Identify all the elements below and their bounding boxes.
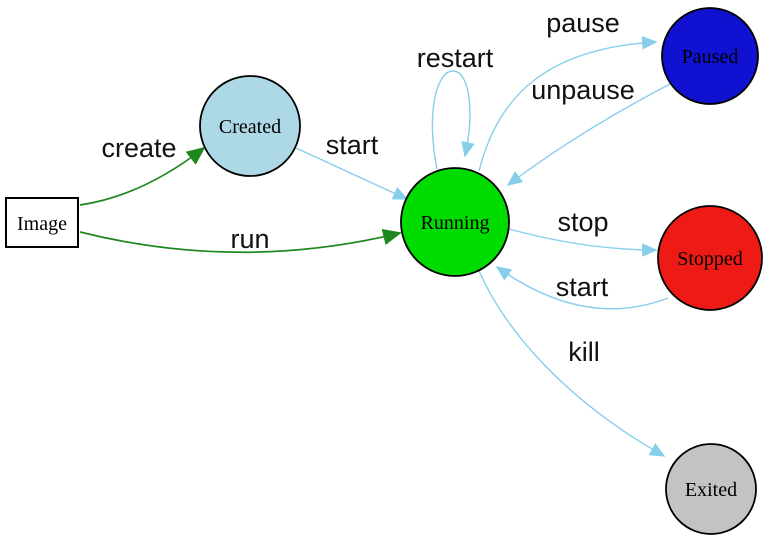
edge-label-run: run <box>230 224 269 254</box>
edge-label-kill: kill <box>568 337 600 367</box>
created-node-circle <box>199 75 301 177</box>
edge-label-pause: pause <box>546 8 620 38</box>
edge-kill <box>478 270 666 457</box>
node-created: Created <box>199 75 301 177</box>
image-node-box <box>5 197 79 248</box>
paused-node-circle <box>661 7 759 105</box>
paused-node-label: Paused <box>682 46 739 68</box>
edge-label-start-top: start <box>326 130 379 160</box>
edge-stop <box>508 228 658 257</box>
exited-node-label: Exited <box>685 479 737 501</box>
node-image: Image <box>5 197 79 248</box>
exited-node-circle <box>665 443 757 535</box>
edge-label-create: create <box>101 133 176 163</box>
edge-pause <box>478 36 658 172</box>
image-node-label: Image <box>17 213 67 235</box>
stopped-node-label: Stopped <box>677 248 743 270</box>
node-stopped: Stopped <box>657 205 763 311</box>
node-paused: Paused <box>661 7 759 105</box>
edge-label-unpause: unpause <box>531 75 635 105</box>
edge-run <box>79 228 402 254</box>
running-node-label: Running <box>421 212 490 234</box>
edge-restart-self-loop <box>431 70 475 170</box>
created-node-label: Created <box>219 116 281 138</box>
running-node-circle <box>400 167 510 277</box>
edge-label-restart: restart <box>417 43 494 73</box>
edge-label-stop: stop <box>557 207 608 237</box>
edge-create <box>79 146 206 206</box>
edge-start-stopped-running <box>495 266 669 310</box>
node-running: Running <box>400 167 510 277</box>
stopped-node-circle <box>657 205 763 311</box>
edge-unpause <box>506 83 671 186</box>
edge-label-start-bottom: start <box>556 272 609 302</box>
node-exited: Exited <box>665 443 757 535</box>
edge-start-created-running <box>295 147 409 200</box>
